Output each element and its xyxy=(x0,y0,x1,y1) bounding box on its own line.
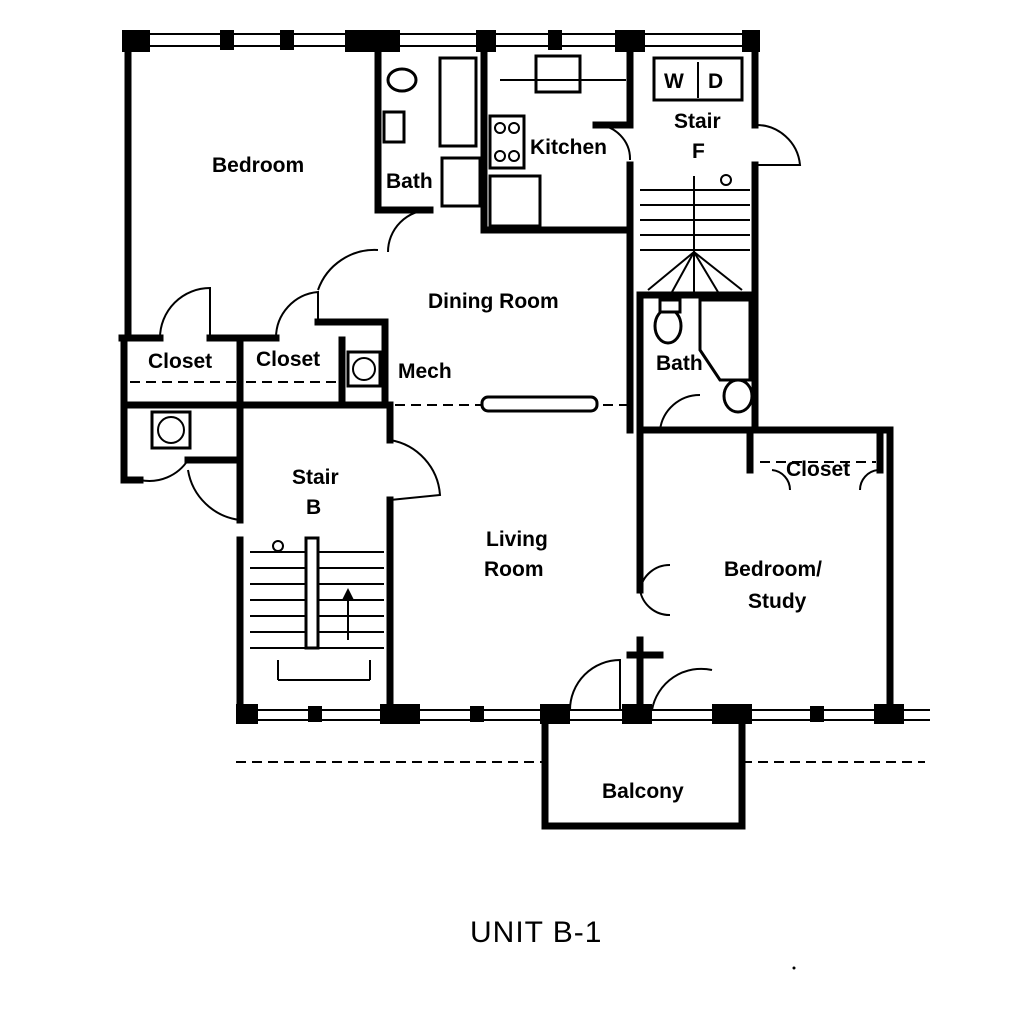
label-stair-f-1: Stair xyxy=(674,110,721,133)
balcony-outline xyxy=(236,714,925,830)
unit-caption: UNIT B-1 xyxy=(470,916,602,949)
label-bedroom: Bedroom xyxy=(212,154,304,177)
label-living-2: Room xyxy=(484,558,544,581)
label-stair-b-1: Stair xyxy=(292,466,339,489)
stray-dot xyxy=(792,966,796,970)
door-swings xyxy=(139,123,879,711)
room-labels: Bedroom Bath Kitchen Stair F W D Dining … xyxy=(148,70,850,803)
stair-b xyxy=(250,536,384,681)
stair-f xyxy=(640,174,750,293)
label-closet-left: Closet xyxy=(148,350,212,373)
toilet-icon xyxy=(386,67,418,93)
label-kitchen: Kitchen xyxy=(530,136,607,159)
label-bath-right: Bath xyxy=(656,352,703,375)
label-closet-right: Closet xyxy=(786,458,850,481)
label-dining-room: Dining Room xyxy=(428,290,559,313)
label-stair-b-2: B xyxy=(306,496,321,519)
label-mech: Mech xyxy=(398,360,452,383)
label-bath-top: Bath xyxy=(386,170,433,193)
exterior-walls xyxy=(118,30,930,724)
label-closet-mid: Closet xyxy=(256,348,320,371)
label-balcony: Balcony xyxy=(602,780,684,803)
label-study-2: Study xyxy=(748,590,807,613)
toilet-icon xyxy=(653,307,683,345)
stove-icon xyxy=(488,114,526,170)
label-washer: W xyxy=(664,70,684,93)
label-dryer: D xyxy=(708,70,723,93)
fixtures xyxy=(130,54,876,463)
label-stair-f-2: F xyxy=(692,140,705,163)
label-study-1: Bedroom/ xyxy=(724,558,822,581)
sink-icon xyxy=(722,378,754,414)
interior-walls xyxy=(374,46,759,714)
label-living-1: Living xyxy=(486,528,548,551)
kitchen-sink-icon xyxy=(534,54,582,94)
